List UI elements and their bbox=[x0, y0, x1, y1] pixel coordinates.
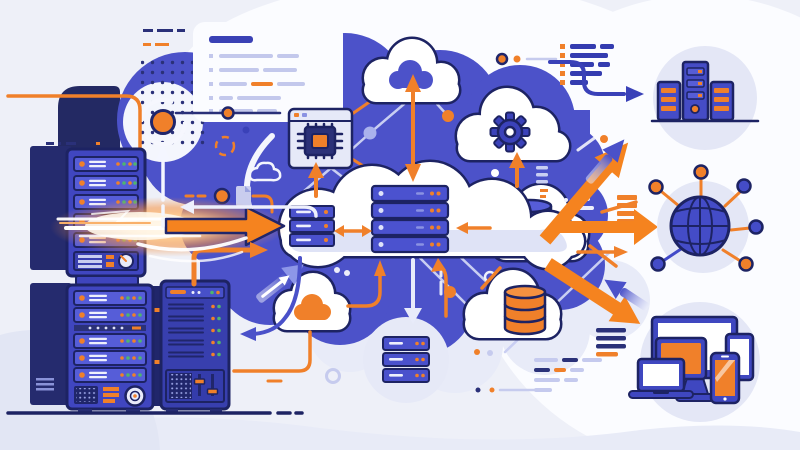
background-wave-bottom bbox=[0, 417, 800, 450]
window-control-dot bbox=[294, 113, 299, 117]
edge-server-stack bbox=[363, 317, 449, 403]
database-orange-icon bbox=[503, 284, 547, 336]
chip-icon bbox=[296, 122, 344, 160]
data-beam bbox=[50, 197, 286, 257]
code-panel bbox=[193, 22, 343, 122]
cloud-gear bbox=[457, 88, 569, 160]
big-arrow-up-right bbox=[539, 142, 629, 245]
datacenter-towers-icon bbox=[650, 46, 760, 150]
rack-divider bbox=[74, 325, 146, 331]
ground bbox=[6, 349, 536, 415]
laptop-icon bbox=[628, 357, 694, 399]
arrow-to-globe bbox=[560, 209, 658, 245]
rack-arrows bbox=[136, 144, 318, 341]
arrow-to-towers bbox=[548, 60, 644, 102]
chip-window bbox=[287, 107, 354, 198]
code-block-right-b bbox=[534, 358, 602, 392]
big-arrow-down-right bbox=[544, 258, 641, 324]
line-node-dot bbox=[221, 106, 235, 120]
dashed-arc bbox=[214, 135, 236, 157]
code-block-right-a bbox=[596, 328, 626, 357]
left-flow bbox=[6, 94, 274, 214]
rack-narrow-slider-panel bbox=[165, 369, 225, 403]
smartphone-icon bbox=[709, 351, 741, 405]
gear-icon bbox=[489, 111, 531, 153]
mesh-node bbox=[363, 126, 377, 140]
blue-return-arrow bbox=[252, 256, 302, 336]
rack-lower-io-panel bbox=[74, 385, 146, 407]
globe-network-icon bbox=[648, 164, 764, 273]
mesh-node-orange bbox=[442, 110, 454, 122]
blue-arrow-up-left bbox=[604, 279, 650, 311]
mini-server-stack bbox=[289, 205, 335, 247]
mini-orange-cloud-icon bbox=[294, 294, 331, 320]
rack-back-panel-lower bbox=[30, 283, 72, 405]
small-arrow-up-right bbox=[585, 139, 625, 184]
right-side bbox=[495, 44, 764, 422]
rack-narrow bbox=[159, 279, 231, 411]
main-server-stack bbox=[370, 184, 450, 254]
client-devices-icon bbox=[628, 302, 760, 422]
code-title-bar bbox=[209, 36, 253, 43]
cloud-mini-left bbox=[275, 273, 349, 330]
cloud-database-right bbox=[465, 270, 560, 338]
document-icon bbox=[236, 186, 251, 206]
center-arrows bbox=[232, 74, 525, 373]
node-line bbox=[174, 106, 282, 182]
ring-node bbox=[139, 98, 187, 146]
beam-arrow bbox=[164, 205, 286, 247]
rack-upper-control-panel bbox=[73, 251, 139, 271]
rack-lower bbox=[65, 283, 155, 411]
tiny-cloud-outline-icon bbox=[248, 161, 282, 182]
